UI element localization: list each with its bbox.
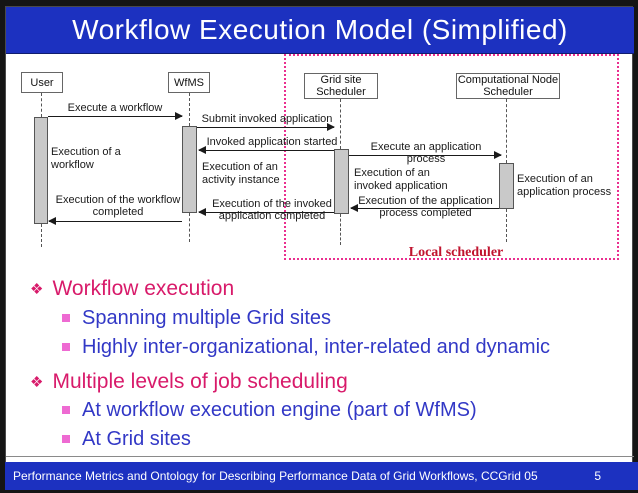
- arrowhead-left-icon: [198, 146, 206, 154]
- list-item: Spanning multiple Grid sites: [62, 307, 331, 330]
- state-label-workflow: Execution of a workflow: [51, 146, 121, 171]
- actor-label: User: [30, 76, 54, 89]
- page-title: Workflow Execution Model (Simplified): [72, 14, 568, 45]
- message-label: Execution of the workflow completed: [55, 194, 181, 218]
- arrowhead-right-icon: [327, 123, 335, 131]
- message-arrow-line: [48, 116, 182, 117]
- message-arrow-line: [351, 208, 499, 209]
- message-label: Execution of the application process com…: [358, 195, 493, 219]
- lifeline-node: [506, 209, 507, 242]
- list-item: ❖ Multiple levels of job scheduling: [30, 370, 348, 394]
- slide: Workflow Execution Model (Simplified) Us…: [5, 6, 638, 490]
- state-label-activity-instance: Execution of an activity instance: [202, 161, 280, 186]
- list-item-label: Highly inter-organizational, inter-relat…: [82, 336, 551, 358]
- activation-bar-user: [34, 117, 48, 224]
- footer-citation: Performance Metrics and Ontology for Des…: [13, 469, 538, 483]
- lifeline-wfms: [189, 93, 190, 126]
- arrowhead-left-icon: [48, 217, 56, 225]
- message-arrow-line: [199, 212, 334, 213]
- list-item-label: Workflow execution: [52, 277, 235, 300]
- square-bullet-icon: [62, 435, 70, 443]
- state-label-application-process: Execution of an application process: [517, 173, 612, 198]
- square-bullet-icon: [62, 343, 70, 351]
- diamond-bullet-icon: ❖: [30, 374, 44, 391]
- title-bar: Workflow Execution Model (Simplified): [6, 7, 634, 54]
- arrowhead-left-icon: [350, 204, 358, 212]
- footer-bar: Performance Metrics and Ontology for Des…: [5, 462, 638, 490]
- list-item: At workflow execution engine (part of Wf…: [62, 399, 477, 422]
- list-item: At Grid sites: [62, 428, 191, 451]
- list-item-label: At workflow execution engine (part of Wf…: [82, 399, 477, 421]
- actor-label: Grid site Scheduler: [316, 74, 366, 98]
- actor-label: WfMS: [174, 76, 204, 89]
- square-bullet-icon: [62, 406, 70, 414]
- list-item: ❖ Workflow execution: [30, 277, 234, 301]
- actor-box-wfms: WfMS: [168, 72, 210, 93]
- actor-box-user: User: [21, 72, 63, 93]
- message-label: Execution of the invoked application com…: [212, 198, 332, 222]
- activation-bar-wfms: [182, 126, 197, 213]
- state-label-invoked-application: Execution of an invoked application: [354, 167, 448, 192]
- arrowhead-right-icon: [494, 151, 502, 159]
- diamond-bullet-icon: ❖: [30, 281, 44, 298]
- message-arrow-line: [349, 155, 501, 156]
- lifeline-node: [506, 99, 507, 163]
- footer-divider: [6, 456, 634, 457]
- arrowhead-left-icon: [198, 208, 206, 216]
- actor-label: Computational Node Scheduler: [457, 74, 559, 98]
- lifeline-user: [41, 93, 42, 117]
- activation-bar-node: [499, 163, 514, 209]
- local-scheduler-label: Local scheduler: [408, 245, 504, 260]
- square-bullet-icon: [62, 314, 70, 322]
- bullet-list: ❖ Workflow execution Spanning multiple G…: [6, 268, 634, 456]
- message-label: Invoked application started: [206, 136, 338, 148]
- list-item-label: Multiple levels of job scheduling: [52, 370, 348, 393]
- page-number: 5: [594, 469, 601, 483]
- list-item-label: At Grid sites: [82, 428, 191, 450]
- list-item: Highly inter-organizational, inter-relat…: [62, 336, 550, 359]
- actor-box-grid-site-scheduler: Grid site Scheduler: [304, 73, 378, 99]
- local-scheduler-region: [284, 54, 619, 260]
- message-label: Execute an application process: [370, 141, 482, 165]
- message-arrow-line: [197, 127, 334, 128]
- actor-box-computational-node-scheduler: Computational Node Scheduler: [456, 73, 560, 99]
- message-label: Submit invoked application: [201, 113, 333, 125]
- message-label: Execute a workflow: [67, 102, 163, 114]
- lifeline-wfms: [189, 213, 190, 242]
- lifeline-grid-site: [340, 214, 341, 245]
- list-item-label: Spanning multiple Grid sites: [82, 307, 332, 329]
- lifeline-user: [41, 224, 42, 247]
- activation-bar-grid-site: [334, 149, 349, 214]
- arrowhead-right-icon: [175, 112, 183, 120]
- message-arrow-line: [199, 150, 334, 151]
- sequence-diagram: User WfMS Grid site Scheduler Computatio…: [6, 53, 634, 268]
- lifeline-grid-site: [340, 99, 341, 149]
- message-arrow-line: [49, 221, 182, 222]
